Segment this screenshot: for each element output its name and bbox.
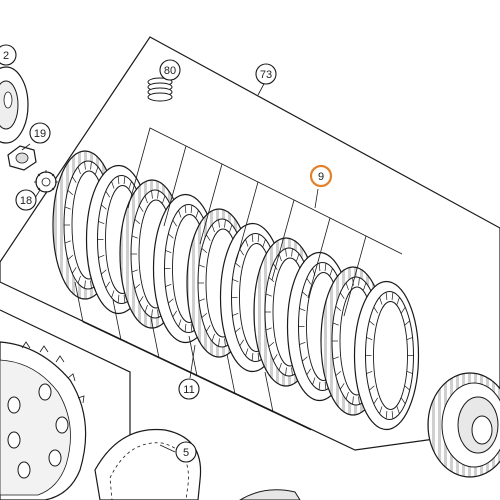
bracket-line xyxy=(264,371,312,431)
bracket-line xyxy=(271,199,331,281)
callout-18: 18 xyxy=(15,189,37,211)
bracket-line xyxy=(163,145,223,227)
callout-2: 2 xyxy=(0,44,17,66)
bracket-line xyxy=(127,127,187,209)
bracket-lines-9 xyxy=(127,127,403,317)
bracket-lines-11 xyxy=(74,281,312,431)
callout-label: 5 xyxy=(183,447,189,459)
callout-9: 9 xyxy=(309,164,333,188)
bracket-line xyxy=(235,181,295,263)
callout-label: 9 xyxy=(318,171,324,183)
bracket-line xyxy=(343,235,403,317)
callout-80: 80 xyxy=(159,59,181,81)
bracket-line xyxy=(307,217,367,299)
callout-label: 73 xyxy=(260,69,272,81)
callout-label: 11 xyxy=(183,384,194,396)
callout-label: 2 xyxy=(3,50,9,62)
leader-11 xyxy=(189,344,196,379)
callout-19: 19 xyxy=(29,122,51,144)
leader-5 xyxy=(159,444,176,453)
clutch-disc-stack xyxy=(52,150,420,431)
clutch-hub-partial xyxy=(0,66,29,144)
callout-label: 19 xyxy=(34,128,46,140)
gear-partial-bottom xyxy=(239,489,301,500)
leader-9 xyxy=(314,188,319,209)
pressure-plate-icon xyxy=(0,341,87,500)
leader-19 xyxy=(21,143,31,151)
bracket-line xyxy=(199,163,259,245)
callout-5: 5 xyxy=(175,441,197,463)
washer-icon xyxy=(34,170,58,194)
callout-label: 80 xyxy=(164,65,176,77)
nut-icon xyxy=(7,145,37,171)
callout-label: 18 xyxy=(20,195,32,207)
gasket-disc xyxy=(94,428,202,500)
callout-layer: 2 19 18 80 73 9 11 5 xyxy=(0,44,333,463)
bracket-line xyxy=(74,281,122,341)
gear-icon xyxy=(427,372,500,478)
bracket-line xyxy=(150,317,198,377)
bracket-line xyxy=(112,299,160,359)
group-frame xyxy=(0,36,500,451)
callout-73: 73 xyxy=(255,63,277,85)
callout-11: 11 xyxy=(178,378,200,400)
clutch-disc xyxy=(353,280,420,431)
clutch-spring-icon xyxy=(147,77,173,102)
bracket-line xyxy=(188,335,236,395)
bracket-line xyxy=(226,353,274,413)
